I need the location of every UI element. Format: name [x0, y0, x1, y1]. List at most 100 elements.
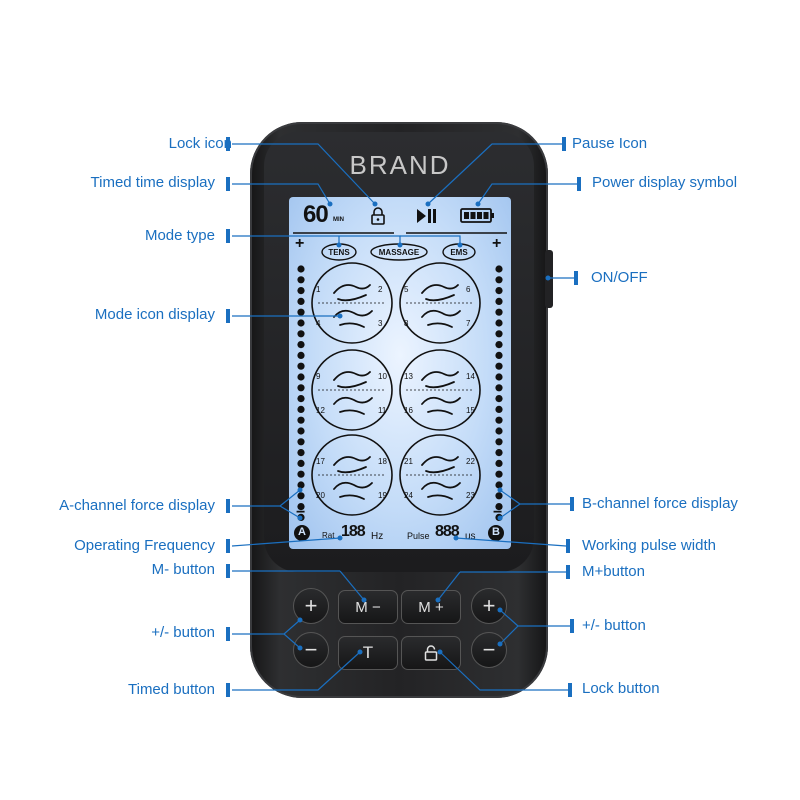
- channel-a-badge: [294, 525, 310, 541]
- on-off-switch[interactable]: [545, 250, 553, 308]
- b-level-dot: [495, 395, 503, 403]
- m-plus-button[interactable]: M +: [401, 590, 461, 624]
- mode-number: 1: [316, 285, 321, 294]
- mode-circle: [399, 349, 481, 431]
- a-level-dot: [297, 395, 305, 403]
- mode-number: 13: [404, 372, 413, 381]
- a-level-dot: [297, 362, 305, 370]
- mode-glyph-top: [421, 456, 459, 474]
- mode-number: 2: [378, 285, 383, 294]
- mode-circle: [311, 349, 393, 431]
- a-minus-button[interactable]: −: [293, 632, 329, 668]
- b-level-dot: [495, 427, 503, 435]
- marker-lock-icon: [226, 137, 230, 151]
- mode-number: 17: [316, 457, 325, 466]
- b-level-dot: [495, 330, 503, 338]
- a-level-dot: [297, 297, 305, 305]
- marker-pulse-width: [566, 539, 570, 553]
- b-level-dot: [495, 341, 503, 349]
- b-level-dot: [495, 405, 503, 413]
- lcd-play-pause-icon: [417, 209, 436, 223]
- mode-number: 22: [466, 457, 475, 466]
- callout-lock-button: Lock button: [582, 680, 660, 697]
- a-level-dot: [297, 416, 305, 424]
- callout-pause-icon: Pause Icon: [572, 135, 648, 152]
- marker-power-display: [577, 177, 581, 191]
- timer-button[interactable]: T: [338, 636, 398, 670]
- mode-circle: [311, 434, 393, 516]
- callout-b-channel: B-channel force display: [582, 495, 738, 512]
- callout-timed-display: Timed time display: [90, 174, 215, 191]
- battery-bar: [464, 212, 469, 219]
- timer-unit: MIN: [333, 217, 344, 223]
- b-level-dot: [495, 438, 503, 446]
- b-level-dot: [495, 287, 503, 295]
- pulse-unit: us: [465, 531, 476, 542]
- mode-glyph-bottom: [333, 396, 373, 415]
- marker-mode-icon: [226, 309, 230, 323]
- callout-pm-right: +/- button: [582, 617, 646, 634]
- mode-number: 6: [466, 285, 471, 294]
- marker-mode-type: [226, 229, 230, 243]
- marker-b-channel: [570, 497, 574, 511]
- mode-circle: [311, 262, 393, 344]
- b-level-dot: [495, 362, 503, 370]
- hand-massage-icon: [311, 262, 393, 344]
- lcd-battery-icon: [460, 208, 494, 223]
- mode-glyph-top: [421, 284, 459, 302]
- m-minus-button[interactable]: M −: [338, 590, 398, 624]
- callout-mode-icon: Mode icon display: [94, 306, 215, 323]
- mode-glyph-top: [333, 371, 371, 389]
- timer-value: 60: [303, 201, 329, 228]
- mode-label-massage: MASSAGE: [378, 248, 420, 257]
- battery-bar: [483, 212, 489, 219]
- mode-number: 7: [466, 319, 471, 328]
- a-level-dot: [297, 308, 305, 316]
- callout-m-minus: M- button: [151, 561, 215, 578]
- mode-icon-grid: [311, 262, 481, 516]
- b-plus-button[interactable]: +: [471, 588, 507, 624]
- mode-number: 12: [316, 406, 325, 415]
- lock-button[interactable]: [401, 636, 461, 670]
- b-level-dot: [495, 449, 503, 457]
- a-level-dot: [297, 351, 305, 359]
- channel-a-label: A: [298, 526, 306, 538]
- a-level-dot: [297, 438, 305, 446]
- rate-label: Rat: [322, 531, 335, 540]
- callout-lock-icon: Lock icon: [168, 135, 232, 152]
- marker-timed-button: [226, 683, 230, 697]
- mode-number: 19: [378, 491, 387, 500]
- a-level-dot: [297, 265, 305, 273]
- b-level-dot: [495, 319, 503, 327]
- foot-massage-icon: [311, 434, 393, 516]
- callout-on-off: ON/OFF: [591, 269, 648, 286]
- pulse-label: Pulse: [407, 531, 430, 541]
- lcd-lock-icon: [371, 207, 385, 225]
- b-level-dot: [495, 459, 503, 467]
- mode-glyph-bottom: [421, 309, 461, 328]
- mode-number: 14: [466, 372, 475, 381]
- b-level-dot: [495, 265, 503, 273]
- a-level-dot: [297, 427, 305, 435]
- b-level-dot: [495, 416, 503, 424]
- callout-pulse-width: Working pulse width: [582, 537, 716, 554]
- callout-mode-type: Mode type: [144, 227, 215, 244]
- marker-a-channel: [226, 499, 230, 513]
- a-plus-button[interactable]: +: [293, 588, 329, 624]
- mode-number: 9: [316, 372, 321, 381]
- mode-number: 21: [404, 457, 413, 466]
- b-minus-button[interactable]: −: [471, 632, 507, 668]
- brand-logo: BRAND: [349, 150, 451, 180]
- callout-m-plus: M+button: [582, 563, 645, 580]
- mode-number: 20: [316, 491, 325, 500]
- a-level-dot: [297, 341, 305, 349]
- a-level-dot: [297, 470, 305, 478]
- lcd-screen: 60 MIN TENS MASSAGE EMS + + − − A B Rat …: [289, 197, 511, 549]
- mode-glyph-bottom: [333, 481, 373, 500]
- marker-on-off: [574, 271, 578, 285]
- b-level-dot: [495, 308, 503, 316]
- a-level-dot: [297, 449, 305, 457]
- a-level-dot: [297, 330, 305, 338]
- lcd-graphics: [293, 207, 507, 541]
- marker-lock-button: [568, 683, 572, 697]
